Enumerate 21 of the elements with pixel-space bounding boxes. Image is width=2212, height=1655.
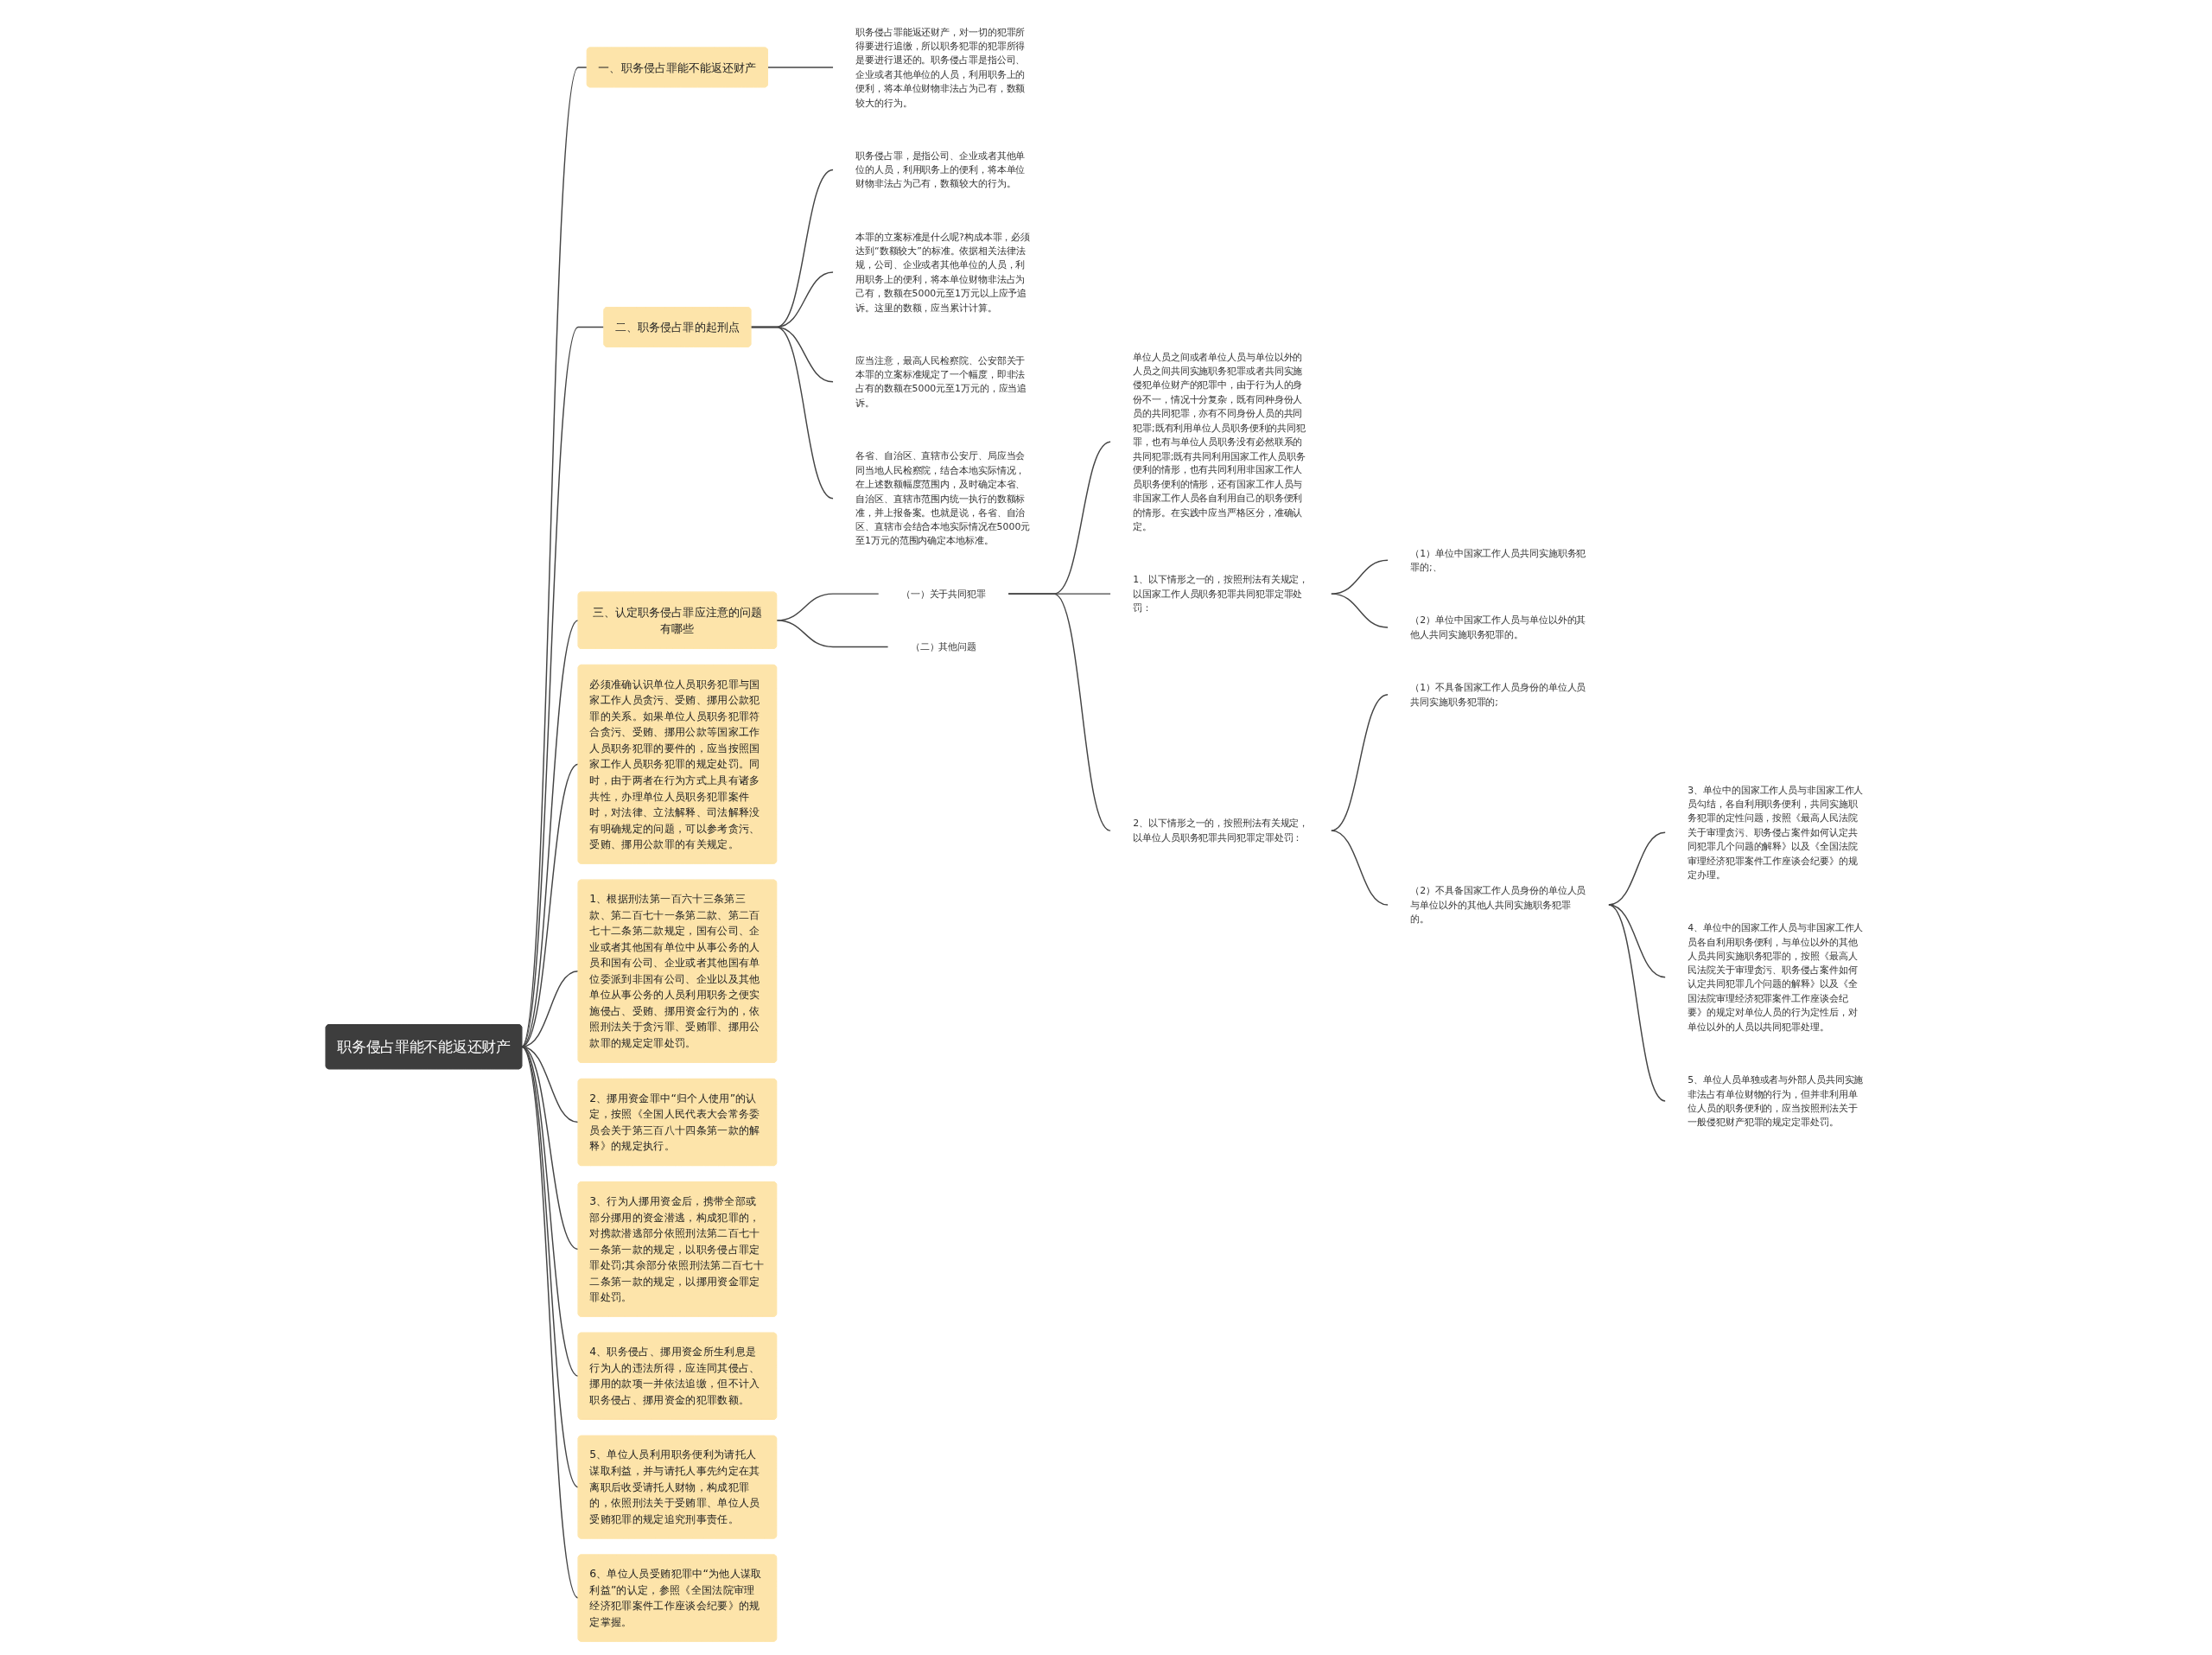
node-text: 3、单位中的国家工作人员与非国家工作人员勾结，各自利用职务便利，共同实施职务犯罪的定性问题，按照《最高人民法院关于审理贪污、职务侵占案件如何认定共同犯罪几个问题的解释》以及《全国法院审理经济犯罪案件工作座谈会纪要》的规定办理。: [1688, 784, 1864, 881]
node-text: （1）单位中国家工作人员共同实施职务犯罪的;、: [1410, 547, 1586, 573]
connector: [521, 1046, 579, 1599]
connector: [521, 620, 579, 1047]
node-text: （2）不具备国家工作人员身份的单位人员与单位以外的其他人共同实施职务犯罪的。: [1410, 884, 1586, 925]
connector: [521, 763, 579, 1047]
node-text: 各省、自治区、直辖市公安厅、局应当会同当地人民检察院，结合本地实际情况，在上述数额幅度范围内，及时确定本省、自治区、直辖市范围内统一执行的数额标准，并上报备案。也就是说，各省、自治区、直辖市会结合本地实际情况在5000元至1万元的范围内确定本地标准。: [855, 449, 1031, 547]
connector: [521, 67, 588, 1047]
node-text: 职务侵占罪能返还财产，对一切的犯罪所得要进行追缴，所以职务犯罪的犯罪所得是要进行退还的。职务侵占罪是指公司、企业或者其他单位的人员，利用职务上的便利，将本单位财物非法占为己有，数额较大的行为。: [855, 26, 1026, 109]
connector: [521, 326, 605, 1047]
node-text: 5、单位人员单独或者与外部人员共同实施非法占有单位财物的行为，但并非利用单位人员的职务便利的，应当按照刑法关于一般侵犯财产犯罪的规定定罪处罚。: [1688, 1073, 1864, 1128]
node-text: 本罪的立案标准是什么呢?构成本罪，必须达到“数额较大”的标准。依据相关法律法规，公司、企业或者其他单位的人员，利用职务上的便利，将本单位财物非法占为己有，数额在5000元至1万元以上应予追诉。这里的数额，应当累计计算。: [855, 231, 1031, 314]
node-text: （1）不具备国家工作人员身份的单位人员共同实施职务犯罪的;: [1410, 681, 1586, 708]
connector: [521, 1046, 579, 1488]
node-text: 职务侵占罪，是指公司、企业或者其他单位的人员，利用职务上的便利，将本单位财物非法占为己有，数额较大的行为。: [855, 150, 1026, 190]
node-text: 单位人员之间或者单位人员与单位以外的人员之间共同实施职务犯罪或者共同实施侵犯单位财产的犯罪中，由于行为人的身份不一，情况十分复杂，既有同种身份人员的共同犯罪，亦有不同身份人员的共同犯罪;既有利用单位人员职务便利的共同犯罪，也有与单位人员职务没有必然联系的共同犯罪;既有共同利用国家工作人员职务便利的情形，也有共同利用非国家工作人员职务便利的情形，还有国家工作人员与非国家工作人员各自利用自己的职务便利的情形。在实践中应当严格区分，准确认定。: [1133, 351, 1306, 532]
node-text: 应当注意，最高人民检察院、公安部关于本罪的立案标准规定了一个幅度，即非法占有的数额在5000元至1万元的，应当追诉。: [855, 354, 1027, 409]
node-text: 1、以下情形之一的，按照刑法有关规定，以国家工作人员职务犯罪共同犯罪定罪处罚：: [1133, 574, 1309, 614]
node-text: （2）单位中国家工作人员与单位以外的其他人共同实施职务犯罪的。: [1410, 614, 1586, 640]
node-text: 4、单位中的国家工作人员与非国家工作人员各自利用职务便利，与单位以外的其他人员共同实施职务犯罪的，按照《最高人民法院关于审理贪污、职务侵占案件如何认定共同犯罪几个问题的解释》以及《全国法院审理经济犯罪案件工作座谈会纪要》的规定对单位人员的行为定性后，对单位以外的人员以共同犯罪处理。: [1688, 921, 1864, 1033]
connector: [521, 1046, 579, 1378]
